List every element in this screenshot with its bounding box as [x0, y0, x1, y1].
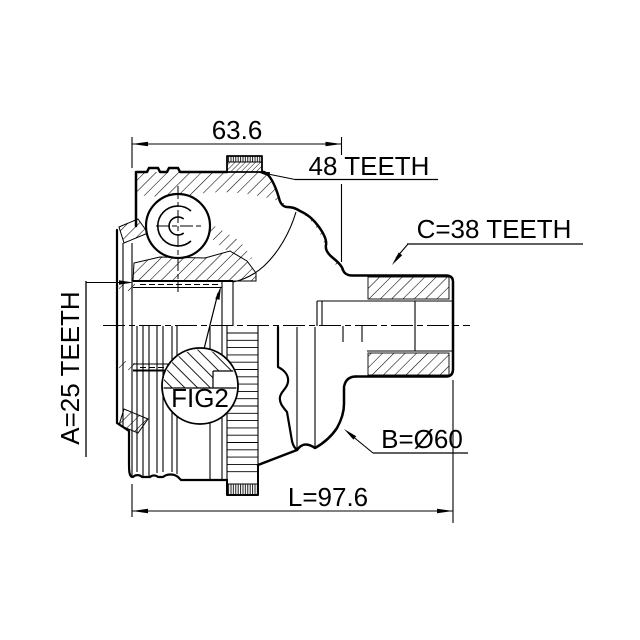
shaft-spline-hatch-top — [367, 276, 450, 300]
dim-width-label: 63.6 — [212, 115, 263, 145]
inner-teeth-arrow — [119, 280, 133, 285]
sleeve-hatch-top — [119, 282, 135, 291]
tone-ring-teeth-strip — [227, 156, 262, 162]
dimension-arrows — [119, 141, 453, 514]
part-outline — [115, 155, 455, 496]
rim-lip-hatch-top — [118, 218, 149, 244]
detail-ref-label: FIG2 — [171, 383, 229, 413]
dimension-texts: 63.6 48 TEETH C=38 TEETH A=25 TEETH B=Ø6… — [55, 115, 571, 512]
inner-teeth-label: A=25 TEETH — [55, 291, 85, 444]
section-hatch-regions — [118, 156, 450, 434]
ring-teeth-label: 48 TEETH — [309, 151, 430, 181]
body-diameter-label: B=Ø60 — [381, 424, 463, 454]
tone-ring-side-teeth — [227, 484, 258, 495]
shaft-spline-hatch-bottom — [367, 352, 450, 376]
dimensions — [85, 137, 583, 523]
ring-teeth-arrow — [256, 171, 271, 177]
detail-balloon: FIG2 — [161, 286, 239, 425]
sleeve-hatch-bottom — [119, 361, 135, 370]
diameter-arrow — [344, 429, 357, 440]
balloon-leader-line — [203, 292, 219, 350]
tone-ring-hatch — [227, 162, 262, 172]
shaft-teeth-arrow — [392, 252, 403, 265]
ball-and-cage — [144, 186, 212, 292]
cage-arc-inner — [168, 216, 185, 236]
dim-length-label: L=97.6 — [288, 482, 368, 512]
housing-wall-hatch — [136, 172, 345, 274]
race-shoulder-hatch — [202, 221, 252, 263]
shaft-teeth-label: C=38 TEETH — [417, 214, 572, 244]
balloon-leader-arrow — [215, 286, 221, 300]
balloon-notch — [213, 371, 237, 388]
